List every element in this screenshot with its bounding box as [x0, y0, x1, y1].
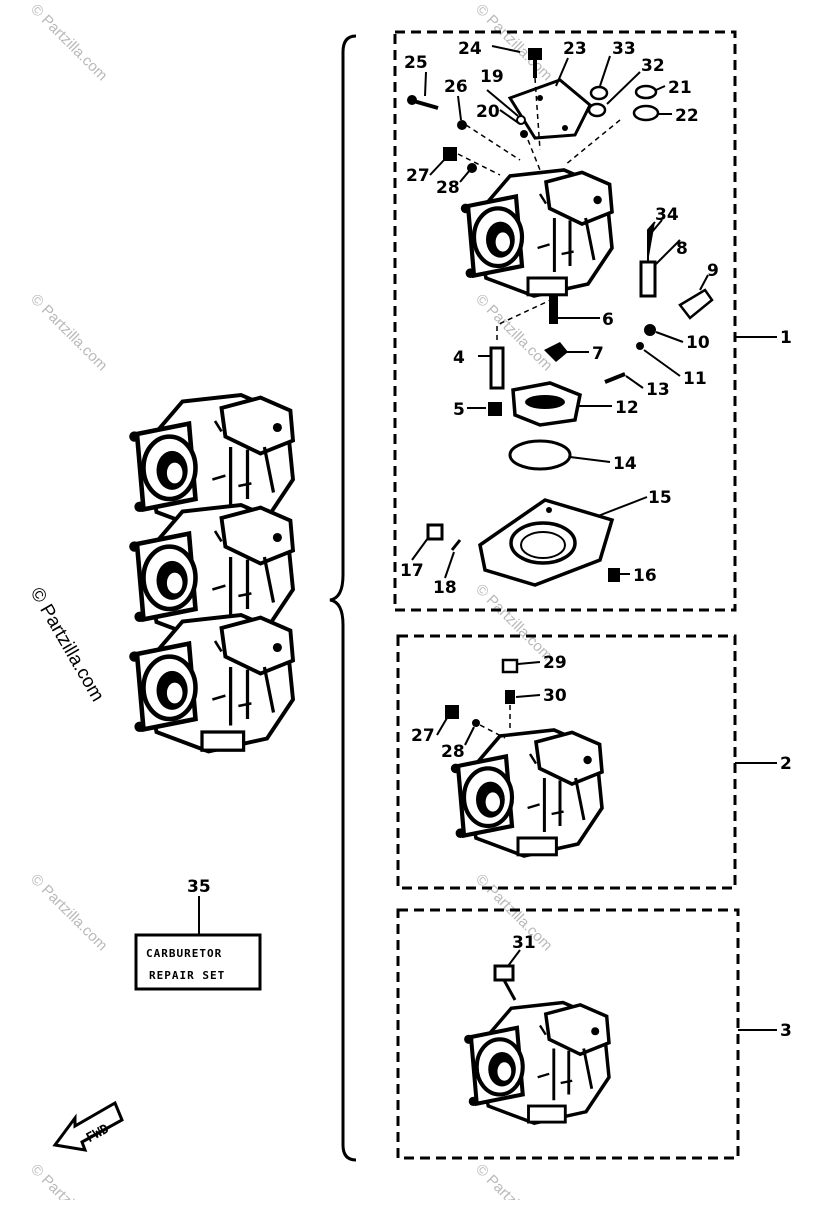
label-leaders [411, 45, 709, 967]
repair-set-box: 35 CARBURETOR REPAIR SET [134, 877, 262, 991]
group-2-parts [445, 658, 602, 856]
part-label-1: 1 [780, 328, 792, 348]
part-label-10: 10 [686, 333, 710, 353]
part-labels: 1 2 3 4 5 6 7 8 9 10 11 12 13 14 15 16 1… [400, 39, 792, 1041]
carburetor-stack [129, 395, 293, 752]
part-label-9: 9 [707, 261, 719, 281]
watermark: © Partzilla.com [472, 581, 555, 664]
part-label-27b: 27 [411, 726, 435, 746]
part-label-16: 16 [633, 566, 657, 586]
part-label-6: 6 [602, 310, 614, 330]
part-label-30: 30 [543, 686, 567, 706]
part-label-28: 28 [436, 178, 460, 198]
group-brace [329, 34, 357, 1162]
part-label-5: 5 [453, 400, 465, 420]
part-label-8: 8 [676, 239, 688, 259]
part-label-32: 32 [641, 56, 665, 76]
part-label-11: 11 [683, 369, 707, 389]
part-label-22: 22 [675, 106, 699, 126]
part-label-13: 13 [646, 380, 670, 400]
part-label-19: 19 [480, 67, 504, 87]
part-label-35: 35 [187, 877, 211, 897]
part-label-29: 29 [543, 653, 567, 673]
part-label-18: 18 [433, 578, 457, 598]
part-label-14: 14 [613, 454, 637, 474]
part-label-28b: 28 [441, 742, 465, 762]
part-label-3: 3 [780, 1021, 792, 1041]
part-label-33: 33 [612, 39, 636, 59]
group-3-parts [464, 964, 609, 1123]
part-label-20: 20 [476, 102, 500, 122]
part-label-24: 24 [458, 39, 482, 59]
watermark: © Partzilla.com [27, 291, 110, 374]
part-label-25: 25 [404, 53, 428, 73]
group-box-1 [393, 30, 737, 612]
part-label-26: 26 [444, 77, 468, 97]
watermark-main: © Partzilla.com [26, 584, 108, 705]
group-1-parts [407, 48, 714, 587]
group-box-3 [396, 908, 740, 1160]
part-label-23: 23 [563, 39, 587, 59]
watermark: © Partzilla.com [27, 871, 110, 954]
part-label-34: 34 [655, 205, 679, 225]
part-label-7: 7 [592, 344, 604, 364]
part-label-15: 15 [648, 488, 672, 508]
group-leaders [735, 336, 777, 1031]
part-label-12: 12 [615, 398, 639, 418]
part-label-2: 2 [780, 754, 792, 774]
part-label-21: 21 [668, 78, 692, 98]
part-label-4: 4 [453, 348, 465, 368]
part-label-27: 27 [406, 166, 430, 186]
group-box-2 [396, 634, 737, 890]
watermark: © Partzilla.com [27, 1, 110, 84]
watermark: © Partzilla.com [472, 1161, 555, 1200]
watermark-layer: © Partzilla.com © Partzilla.com © Partzi… [26, 1, 556, 1205]
fwd-arrow-icon: FWD [52, 1100, 124, 1152]
watermark: © Partzilla.com [27, 1161, 110, 1200]
repair-set-line2: REPAIR SET [149, 969, 225, 982]
part-label-31: 31 [512, 933, 536, 953]
repair-set-line1: CARBURETOR [146, 947, 222, 960]
part-label-17: 17 [400, 561, 424, 581]
